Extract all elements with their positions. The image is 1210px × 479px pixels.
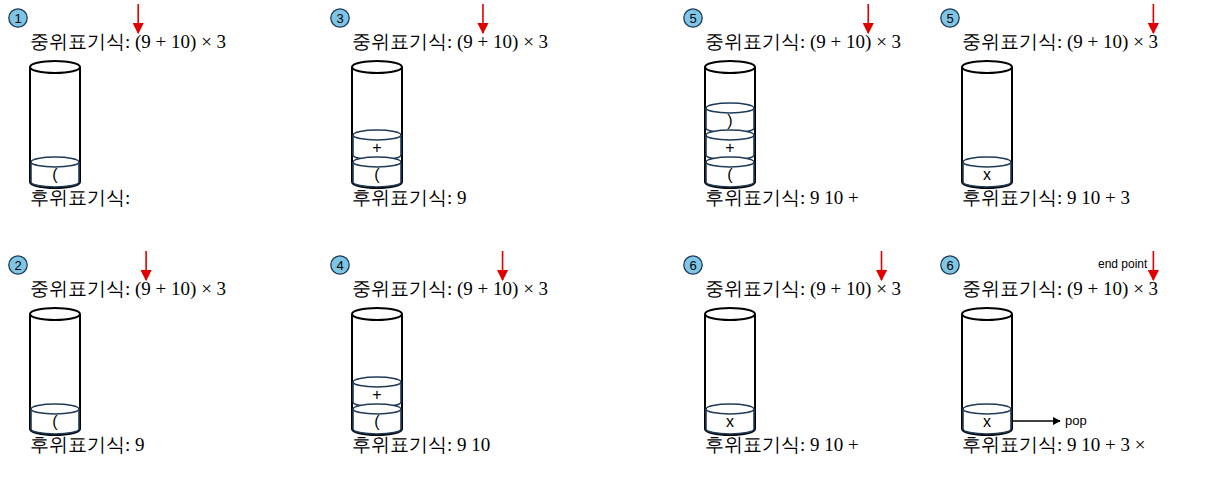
stack-item-text: )	[727, 112, 732, 130]
step-number: 4	[330, 255, 350, 275]
stack-item: (	[352, 156, 402, 188]
stack-item-text: x	[983, 166, 991, 184]
stack-cylinder	[30, 308, 80, 435]
stack-item: (	[30, 156, 80, 188]
read-pointer	[137, 4, 139, 33]
stack-cylinder	[352, 308, 402, 435]
stack-item-text: +	[372, 386, 381, 404]
step-number-text: 5	[689, 11, 696, 26]
step-number: 2	[8, 255, 28, 275]
stack-body	[30, 67, 80, 188]
stack-cylinder	[352, 61, 402, 188]
stack-item-text: (	[52, 413, 57, 431]
step-number: 5	[683, 8, 703, 28]
step-number-text: 2	[14, 258, 21, 273]
stack-item-text: (	[374, 166, 379, 184]
stack-body	[705, 67, 755, 188]
read-pointer	[502, 251, 504, 280]
stack-body	[962, 314, 1012, 435]
step-number-text: 1	[14, 11, 21, 26]
postfix-expression: 후위표기식: 9	[352, 187, 467, 210]
read-pointer	[881, 251, 883, 280]
stack-item: +	[352, 129, 402, 161]
step-number-text: 6	[689, 258, 696, 273]
postfix-expression: 후위표기식: 9 10 +	[705, 434, 859, 457]
step-number-text: 4	[336, 258, 343, 273]
infix-expression: 중위표기식: (9 + 10) × 3	[962, 31, 1158, 54]
stack-item: x	[962, 403, 1012, 435]
stack-body	[352, 314, 402, 435]
postfix-expression: 후위표기식: 9 10 + 3 ×	[962, 434, 1145, 457]
read-pointer	[1153, 4, 1155, 33]
read-pointer	[867, 4, 869, 33]
stack-item: (	[352, 403, 402, 435]
step-number-text: 6	[946, 258, 953, 273]
postfix-expression: 후위표기식: 9 10 +	[705, 187, 859, 210]
stack-item-text: (	[727, 166, 732, 184]
stack-body	[705, 314, 755, 435]
infix-expression: 중위표기식: (9 + 10) × 3	[30, 31, 226, 54]
stack-cylinder	[705, 308, 755, 435]
pop-note: pop	[1065, 413, 1087, 429]
infix-expression: 중위표기식: (9 + 10) × 3	[705, 278, 901, 301]
stack-cylinder	[30, 61, 80, 188]
stack-item: (	[705, 156, 755, 188]
infix-expression: 중위표기식: (9 + 10) × 3	[705, 31, 901, 54]
stack-item: +	[705, 129, 755, 161]
infix-expression: 중위표기식: (9 + 10) × 3	[962, 278, 1158, 301]
stack-item-text: +	[725, 139, 734, 157]
step-number-text: 3	[336, 11, 343, 26]
stack-item-text: (	[52, 166, 57, 184]
read-pointer	[145, 251, 147, 280]
step-number: 6	[940, 255, 960, 275]
stack-item: )	[705, 102, 755, 134]
stack-item: x	[962, 156, 1012, 188]
read-pointer	[1153, 251, 1155, 280]
stack-item: x	[705, 403, 755, 435]
postfix-expression: 후위표기식: 9	[30, 434, 145, 457]
read-pointer	[482, 4, 484, 33]
postfix-expression: 후위표기식: 9 10	[352, 434, 490, 457]
stack-item-text: +	[372, 139, 381, 157]
stack-cylinder	[705, 61, 755, 188]
stack-body	[962, 67, 1012, 188]
stack-item-text: x	[983, 413, 991, 431]
stack-item: (	[30, 403, 80, 435]
stack-item-text: (	[374, 413, 379, 431]
stack-item-text: x	[726, 413, 734, 431]
stack-body	[352, 67, 402, 188]
step-number: 1	[8, 8, 28, 28]
step-number-text: 5	[946, 11, 953, 26]
infix-expression: 중위표기식: (9 + 10) × 3	[352, 278, 548, 301]
end-point-note: end point	[1098, 257, 1147, 271]
step-number: 6	[683, 255, 703, 275]
stack-cylinder	[962, 308, 1012, 435]
postfix-expression: 후위표기식:	[30, 187, 130, 210]
stack-body	[30, 314, 80, 435]
step-number: 3	[330, 8, 350, 28]
postfix-expression: 후위표기식: 9 10 + 3	[962, 187, 1130, 210]
infix-expression: 중위표기식: (9 + 10) × 3	[30, 278, 226, 301]
pop-arrow	[1013, 420, 1060, 421]
infix-expression: 중위표기식: (9 + 10) × 3	[352, 31, 548, 54]
step-number: 5	[940, 8, 960, 28]
stack-cylinder	[962, 61, 1012, 188]
